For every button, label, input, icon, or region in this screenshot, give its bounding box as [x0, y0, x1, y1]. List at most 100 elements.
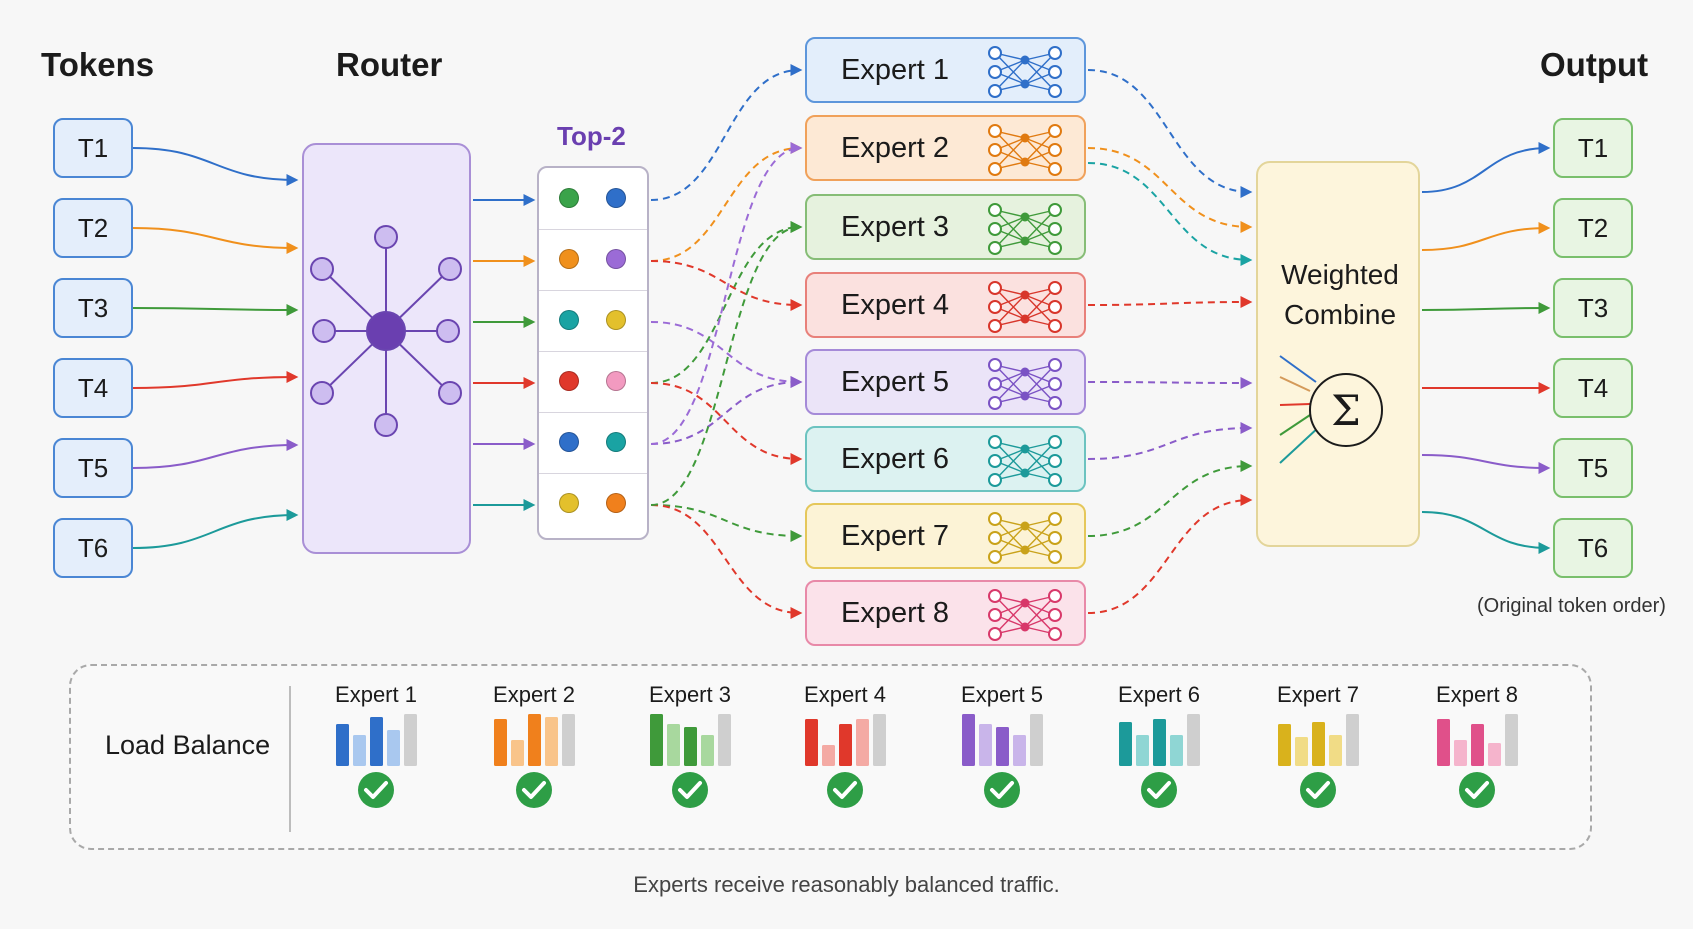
expert-choice-dot: [559, 371, 579, 391]
router-box[interactable]: [302, 143, 471, 554]
neural-net-icon: [988, 358, 1062, 410]
top2-to-expert-arrow: [650, 321, 803, 388]
traffic-bar: [979, 724, 992, 766]
input-token[interactable]: T3: [53, 278, 133, 338]
top2-slot[interactable]: [539, 168, 647, 230]
input-token[interactable]: T4: [53, 358, 133, 418]
traffic-bar: [873, 714, 886, 766]
expert-choice-dot: [606, 249, 626, 269]
expert-box[interactable]: Expert 4: [805, 272, 1086, 338]
top2-to-expert-arrow: [650, 376, 803, 445]
traffic-bar: [1136, 735, 1149, 766]
neural-net-icon: [988, 124, 1062, 176]
top2-to-expert-arrow: [650, 504, 803, 542]
expert-box[interactable]: Expert 8: [805, 580, 1086, 646]
traffic-bar: [494, 719, 507, 766]
expert-box[interactable]: Expert 5: [805, 349, 1086, 415]
divider: [289, 686, 291, 832]
load-balance-expert-label: Expert 5: [961, 682, 1043, 707]
traffic-bar: [805, 719, 818, 766]
sigma-icon: Σ: [1309, 373, 1383, 447]
traffic-bar: [667, 724, 680, 766]
traffic-bar: [822, 745, 835, 766]
load-balance-column: Expert 8: [1412, 682, 1542, 812]
top2-to-expert-arrow: [650, 504, 803, 619]
load-balance-column: Expert 5: [937, 682, 1067, 812]
sigma-symbol: Σ: [1331, 386, 1361, 435]
top2-slot[interactable]: [539, 290, 647, 352]
traffic-bar: [404, 714, 417, 766]
output-token[interactable]: T2: [1553, 198, 1633, 258]
output-token[interactable]: T5: [1553, 438, 1633, 498]
expert-box[interactable]: Expert 1: [805, 37, 1086, 103]
neural-net-icon: [988, 435, 1062, 487]
load-balance-column: Expert 2: [469, 682, 599, 812]
output-token[interactable]: T3: [1553, 278, 1633, 338]
traffic-bar: [718, 714, 731, 766]
traffic-bar: [1454, 740, 1467, 766]
traffic-bar: [387, 730, 400, 766]
expert-choice-dot: [606, 432, 626, 452]
load-balance-expert-label: Expert 4: [804, 682, 886, 707]
expert-label: Expert 4: [841, 289, 949, 321]
traffic-bar: [545, 717, 558, 766]
traffic-bars: [336, 714, 417, 766]
check-circle-icon: [672, 772, 708, 808]
expert-box[interactable]: Expert 6: [805, 426, 1086, 492]
output-token[interactable]: T1: [1553, 118, 1633, 178]
neural-net-icon: [988, 46, 1062, 98]
load-balance-column: Expert 7: [1253, 682, 1383, 812]
expert-choice-dot: [606, 371, 626, 391]
token-to-router-arrow: [132, 371, 299, 389]
top2-heading: Top-2: [557, 121, 626, 151]
top2-slot[interactable]: [539, 229, 647, 291]
neural-net-icon: [988, 203, 1062, 255]
input-token[interactable]: T2: [53, 198, 133, 258]
token-to-router-arrow: [132, 509, 299, 549]
traffic-bars: [650, 714, 731, 766]
traffic-bar: [511, 740, 524, 766]
traffic-bars: [962, 714, 1043, 766]
traffic-bar: [1346, 714, 1359, 766]
top2-slot[interactable]: [539, 473, 647, 534]
traffic-bar: [701, 735, 714, 766]
output-token[interactable]: T4: [1553, 358, 1633, 418]
weighted-combine-box[interactable]: Weighted Combine Σ: [1256, 161, 1420, 547]
top2-to-expert-arrow: [650, 221, 803, 384]
traffic-bar: [1295, 737, 1308, 766]
traffic-bar: [962, 714, 975, 766]
input-token[interactable]: T6: [53, 518, 133, 578]
check-circle-icon: [358, 772, 394, 808]
top2-selection: [537, 166, 649, 540]
expert-box[interactable]: Expert 3: [805, 194, 1086, 260]
traffic-bars: [1437, 714, 1518, 766]
input-token[interactable]: T5: [53, 438, 133, 498]
expert-box[interactable]: Expert 7: [805, 503, 1086, 569]
traffic-bars: [1119, 714, 1200, 766]
neural-net-icon: [988, 281, 1062, 333]
top2-to-expert-arrow: [650, 260, 803, 311]
traffic-bar: [996, 727, 1009, 766]
input-token[interactable]: T1: [53, 118, 133, 178]
output-token[interactable]: T6: [1553, 518, 1633, 578]
check-circle-icon: [1459, 772, 1495, 808]
load-balance-column: Expert 3: [625, 682, 755, 812]
top2-to-expert-arrow: [650, 142, 803, 262]
expert-to-combine-arrow: [1087, 162, 1253, 266]
check-circle-icon: [1300, 772, 1336, 808]
sum-input-arrows: [1279, 355, 1321, 464]
expert-choice-dot: [559, 249, 579, 269]
combine-to-output-arrow: [1421, 454, 1551, 474]
top2-slot[interactable]: [539, 412, 647, 474]
expert-label: Expert 6: [841, 443, 949, 475]
top2-slot[interactable]: [539, 351, 647, 413]
tokens-heading: Tokens: [41, 46, 155, 83]
expert-to-combine-arrow: [1087, 422, 1253, 460]
traffic-bar: [353, 735, 366, 766]
expert-box[interactable]: Expert 2: [805, 115, 1086, 181]
traffic-bars: [805, 714, 886, 766]
expert-to-combine-arrow: [1087, 494, 1253, 614]
check-circle-icon: [516, 772, 552, 808]
